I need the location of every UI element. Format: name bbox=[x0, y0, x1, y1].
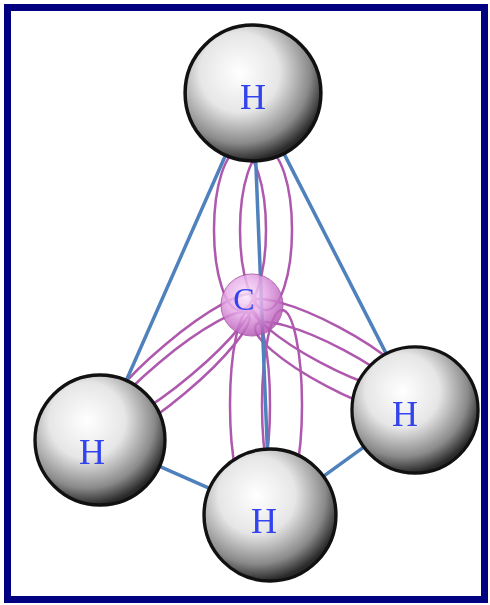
carbon-atom: C bbox=[220, 273, 284, 337]
atom-symbol: H bbox=[79, 434, 105, 470]
atom-symbol: H bbox=[392, 396, 418, 432]
hydrogen-atom: H bbox=[202, 447, 338, 583]
hydrogen-atom: H bbox=[183, 23, 323, 163]
tetrahedron-edge bbox=[161, 467, 207, 488]
tetrahedron-edge bbox=[285, 155, 386, 352]
tetrahedron-edge bbox=[127, 157, 225, 379]
hydrogen-atom: H bbox=[33, 373, 167, 507]
hydrogen-atom: H bbox=[350, 345, 480, 475]
atom-symbol: H bbox=[240, 79, 266, 115]
atom-symbol: C bbox=[233, 283, 254, 315]
atom-symbol: H bbox=[251, 503, 277, 539]
tetrahedron-edge bbox=[325, 448, 362, 475]
